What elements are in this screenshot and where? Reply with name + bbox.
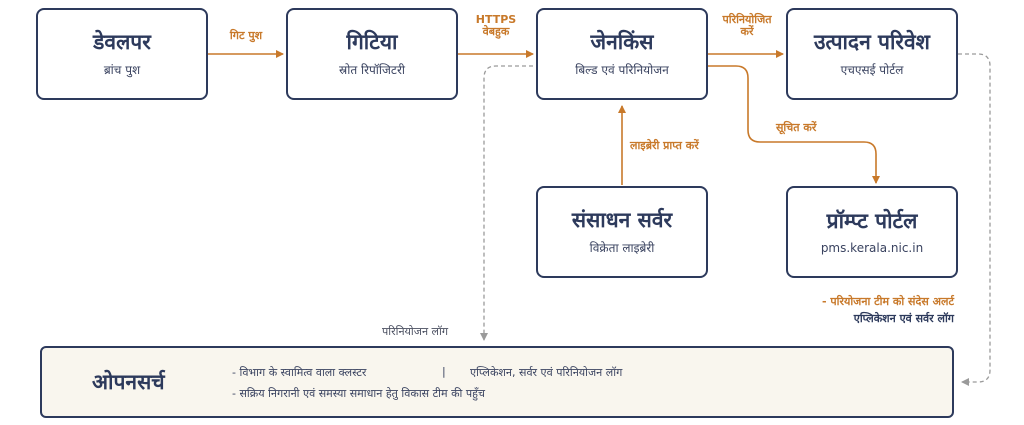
label-git-push: गिट पुश — [229, 29, 263, 42]
note-alert: - परियोजना टीम को संदेस अलर्ट — [821, 295, 954, 308]
node-resource-server: संसाधन सर्वर विक्रेता लाइब्रेरी — [536, 186, 708, 278]
node-production: उत्पादन परिवेश एचएसई पोर्टल — [786, 8, 958, 100]
opensearch-title: ओपनसर्च — [92, 370, 165, 394]
edge-deploy-log — [480, 65, 533, 341]
label-https-line2: वेबहुक — [482, 24, 510, 38]
node-gitea-subtitle: स्रोत रिपॉजिटरी — [338, 63, 405, 78]
label-notify: सूचित करें — [776, 121, 817, 134]
node-gitea: गिटिया स्रोत रिपॉजिटरी — [286, 8, 458, 100]
node-production-subtitle: एचएसई पोर्टल — [840, 63, 904, 78]
opensearch-line2: - सक्रिय निगरानी एवं समस्या समाधान हेतु … — [232, 387, 485, 400]
opensearch-box: ओपनसर्च - विभाग के स्वामित्व वाला क्लस्ट… — [40, 346, 954, 418]
label-https-line1: HTTPS — [475, 13, 517, 26]
opensearch-separator: | — [442, 365, 446, 378]
node-resource-server-subtitle: विक्रेता लाइब्रेरी — [589, 241, 655, 256]
label-fetch-library: लाइब्रेरी प्राप्त करें — [630, 139, 699, 152]
note-logs: एप्लिकेशन एवं सर्वर लॉग — [853, 312, 954, 325]
node-prompt-portal-title: प्रॉम्प्ट पोर्टल — [826, 209, 918, 234]
node-jenkins-subtitle: बिल्ड एवं परिनियोजन — [575, 63, 669, 78]
node-prompt-portal: प्रॉम्प्ट पोर्टल pms.kerala.nic.in — [786, 186, 958, 278]
label-deploy-line2: करें — [740, 24, 754, 38]
edge-server-logs — [958, 53, 991, 386]
node-prompt-portal-subtitle: pms.kerala.nic.in — [820, 240, 924, 255]
node-jenkins: जेनकिंस बिल्ड एवं परिनियोजन — [536, 8, 708, 100]
label-deploy: परिनियोजित करें — [708, 14, 786, 37]
node-jenkins-title: जेनकिंस — [590, 29, 654, 54]
label-https: HTTPS वेबहुक — [462, 14, 530, 37]
node-developer-title: डेवलपर — [93, 29, 151, 54]
opensearch-line1-right: एप्लिकेशन, सर्वर एवं परिनियोजन लॉग — [470, 366, 623, 379]
label-deploy-log: परिनियोजन लॉग — [382, 325, 449, 338]
node-resource-server-title: संसाधन सर्वर — [571, 207, 673, 232]
node-developer-subtitle: ब्रांच पुश — [103, 63, 141, 78]
node-developer: डेवलपर ब्रांच पुश — [36, 8, 208, 100]
node-production-title: उत्पादन परिवेश — [814, 29, 930, 54]
node-gitea-title: गिटिया — [346, 29, 398, 54]
opensearch-line1: - विभाग के स्वामित्व वाला क्लस्टर — [232, 366, 367, 379]
label-deploy-line1: परिनियोजित — [722, 13, 772, 26]
edge-notify — [708, 65, 880, 184]
